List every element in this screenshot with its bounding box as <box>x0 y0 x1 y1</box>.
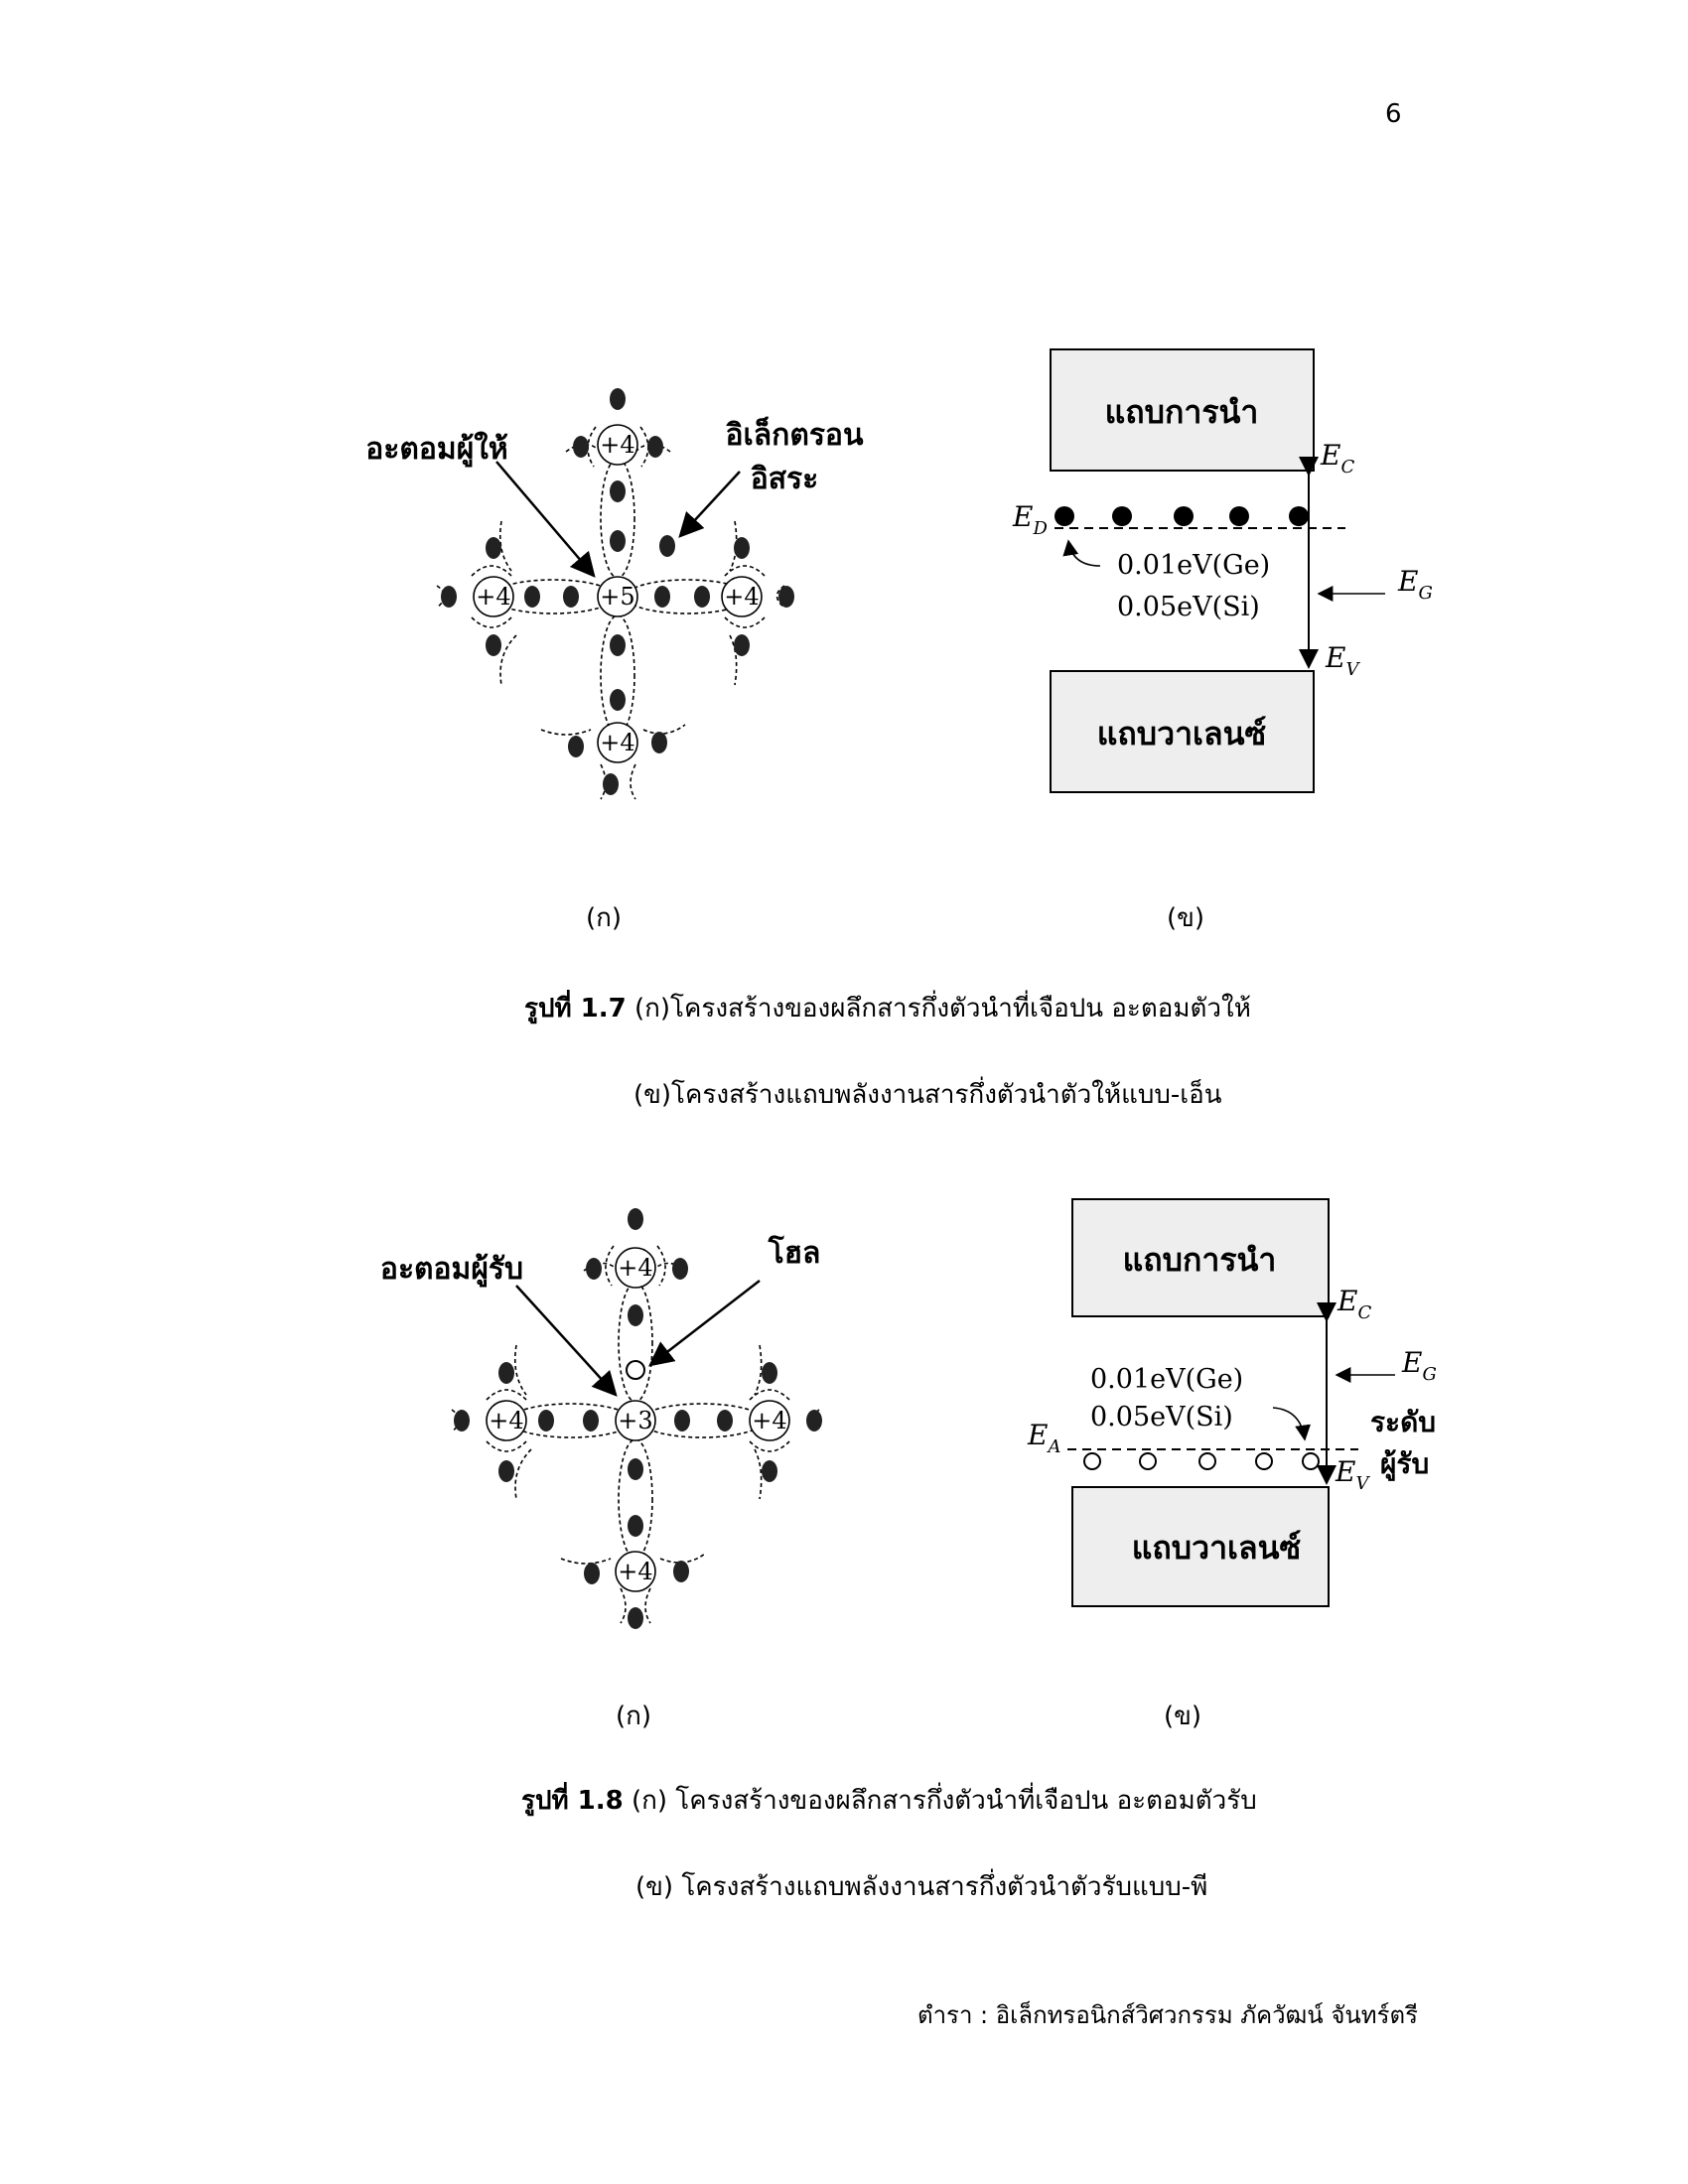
free-electron-label-1: อิเล็กตรอน <box>726 416 864 453</box>
fig-1-7-sublabel-b: (ข) <box>1167 903 1205 933</box>
acceptor-electrons <box>454 1208 822 1629</box>
fig-1-8-caption-number: รูปที่ 1.8 <box>521 1786 624 1816</box>
valence-band-label: แถบวาเลนซ์ <box>1097 715 1266 752</box>
page-number: 6 <box>1385 99 1402 129</box>
fig-1-7-caption-number: รูปที่ 1.7 <box>524 994 627 1024</box>
svg-text:+5: +5 <box>600 583 634 611</box>
acceptor-atom-label: อะตอมผู้รับ <box>380 1252 523 1288</box>
svg-text:ED: ED <box>1012 500 1048 539</box>
fig-1-8-caption-line-2: (ข) โครงสร้างแถบพลังงานสารกึ่งตัวนำตัวรั… <box>635 1872 1208 1902</box>
energy-si-label: 0.05eV(Si) <box>1090 1402 1233 1433</box>
fig-1-8-caption-line-1: รูปที่ 1.8 (ก) โครงสร้างของผลึกสารกึ่งตั… <box>521 1780 1257 1821</box>
svg-text:EA: EA <box>1027 1419 1060 1457</box>
donor-atom-labels: +4 +4 +5 +4 +4 <box>476 431 759 756</box>
svg-text:EG: EG <box>1397 565 1433 604</box>
svg-text:+4: +4 <box>600 431 634 459</box>
conduction-band-label: แถบการนำ <box>1123 1241 1277 1279</box>
svg-text:+3: +3 <box>618 1407 652 1434</box>
valence-band-label: แถบวาเลนซ์ <box>1132 1529 1301 1567</box>
p-type-band-diagram: แถบการนำ แถบวาเลนซ์ EC EA EG EV 0.01eV(G… <box>1027 1198 1437 1607</box>
fig-1-8-caption-text: (ก) โครงสร้างของผลึกสารกึ่งตัวนำที่เจือป… <box>623 1786 1257 1816</box>
donor-electrons <box>441 388 794 795</box>
donor-atom-label: อะตอมผู้ให้ <box>365 431 507 468</box>
fig-1-7-caption-text: (ก)โครงสร้างของผลึกสารกึ่งตัวนำที่เจือปน… <box>626 994 1251 1024</box>
svg-text:EC: EC <box>1336 1285 1371 1323</box>
acceptor-callouts <box>515 1280 761 1397</box>
svg-text:+4: +4 <box>476 583 510 611</box>
fig-1-7-caption-line-2: (ข)โครงสร้างแถบพลังงานสารกึ่งตัวนำตัวให้… <box>633 1080 1222 1110</box>
energy-ge-label: 0.01eV(Ge) <box>1090 1364 1243 1395</box>
svg-text:+4: +4 <box>618 1558 652 1585</box>
acceptor-atom-labels: +4 +4 +3 +4 +4 <box>489 1254 786 1585</box>
fig-1-7-sublabel-a: (ก) <box>586 903 623 933</box>
fig-1-7-caption-line-1: รูปที่ 1.7 (ก)โครงสร้างของผลึกสารกึ่งตัว… <box>524 988 1251 1028</box>
donor-callouts <box>495 461 741 578</box>
svg-text:EC: EC <box>1320 439 1354 478</box>
donor-lattice-diagram <box>436 424 785 800</box>
svg-text:+4: +4 <box>600 729 634 756</box>
fig-1-8-sublabel-b: (ข) <box>1164 1702 1202 1731</box>
svg-text:+4: +4 <box>724 583 759 611</box>
conduction-band-label: แถบการนำ <box>1105 393 1259 431</box>
hole-label: โฮล <box>768 1234 821 1271</box>
svg-text:+4: +4 <box>752 1407 786 1434</box>
energy-si-label: 0.05eV(Si) <box>1117 592 1260 622</box>
svg-text:+4: +4 <box>489 1407 523 1434</box>
energy-ge-label: 0.01eV(Ge) <box>1117 550 1270 581</box>
free-electron-label-2: อิสระ <box>751 462 819 496</box>
page-footer: ตำรา : อิเล็กทรอนิกส์วิศวกรรม ภัควัฒน์ จ… <box>916 2001 1418 2029</box>
acceptor-level-label-2: ผู้รับ <box>1380 1447 1429 1481</box>
fig-1-8-sublabel-a: (ก) <box>616 1702 652 1731</box>
n-type-band-diagram: แถบการนำ แถบวาเลนซ์ EC ED EG EV 0.01eV(G… <box>1012 348 1433 793</box>
svg-text:EV: EV <box>1335 1455 1370 1494</box>
svg-text:EG: EG <box>1401 1346 1437 1385</box>
svg-text:+4: +4 <box>618 1254 652 1282</box>
svg-text:EV: EV <box>1325 641 1360 680</box>
acceptor-level-label-1: ระดับ <box>1370 1406 1436 1438</box>
